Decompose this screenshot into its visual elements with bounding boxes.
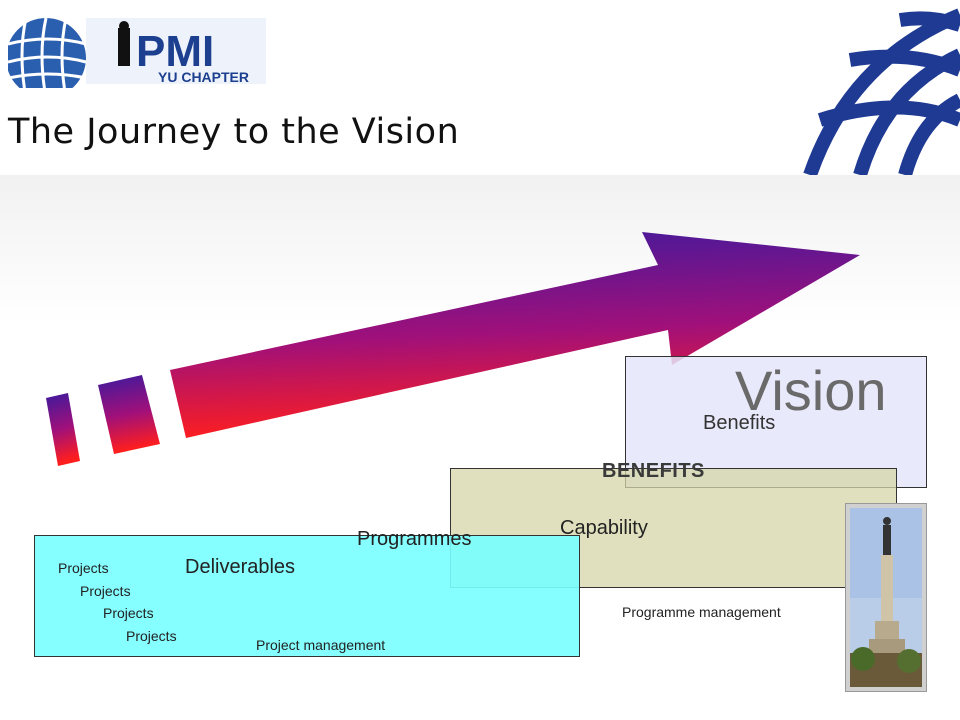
logo-subtext: YU CHAPTER (158, 69, 249, 85)
pmi-logo: PMI YU CHAPTER (8, 14, 270, 88)
projects-label: Projects (126, 628, 177, 644)
project-management-label: Project management (256, 637, 386, 653)
globe-icon (803, 8, 960, 175)
logo-text: PMI (136, 27, 214, 76)
programme-management-label: Programme management (622, 604, 781, 620)
capability-label: Capability (560, 517, 648, 539)
vision-box (625, 356, 927, 488)
projects-label: Projects (80, 583, 131, 599)
logo-globe-icon (8, 17, 87, 88)
programmes-label: Programmes (357, 528, 472, 550)
projects-label: Projects (58, 560, 109, 576)
benefits-label: Benefits (703, 412, 776, 434)
deliverables-label: Deliverables (185, 556, 296, 578)
arrow-dash-1 (46, 393, 80, 466)
page-title: The Journey to the Vision (8, 112, 460, 152)
deliverables-box (34, 535, 580, 657)
vision-label: Vision (735, 359, 887, 422)
benefits-caps-label: BENEFITS (602, 460, 705, 482)
programmes-box (450, 468, 897, 588)
projects-label: Projects (103, 605, 154, 621)
arrow-dash-2 (98, 375, 160, 454)
monument-image (845, 503, 927, 692)
arrow-body (170, 232, 860, 438)
